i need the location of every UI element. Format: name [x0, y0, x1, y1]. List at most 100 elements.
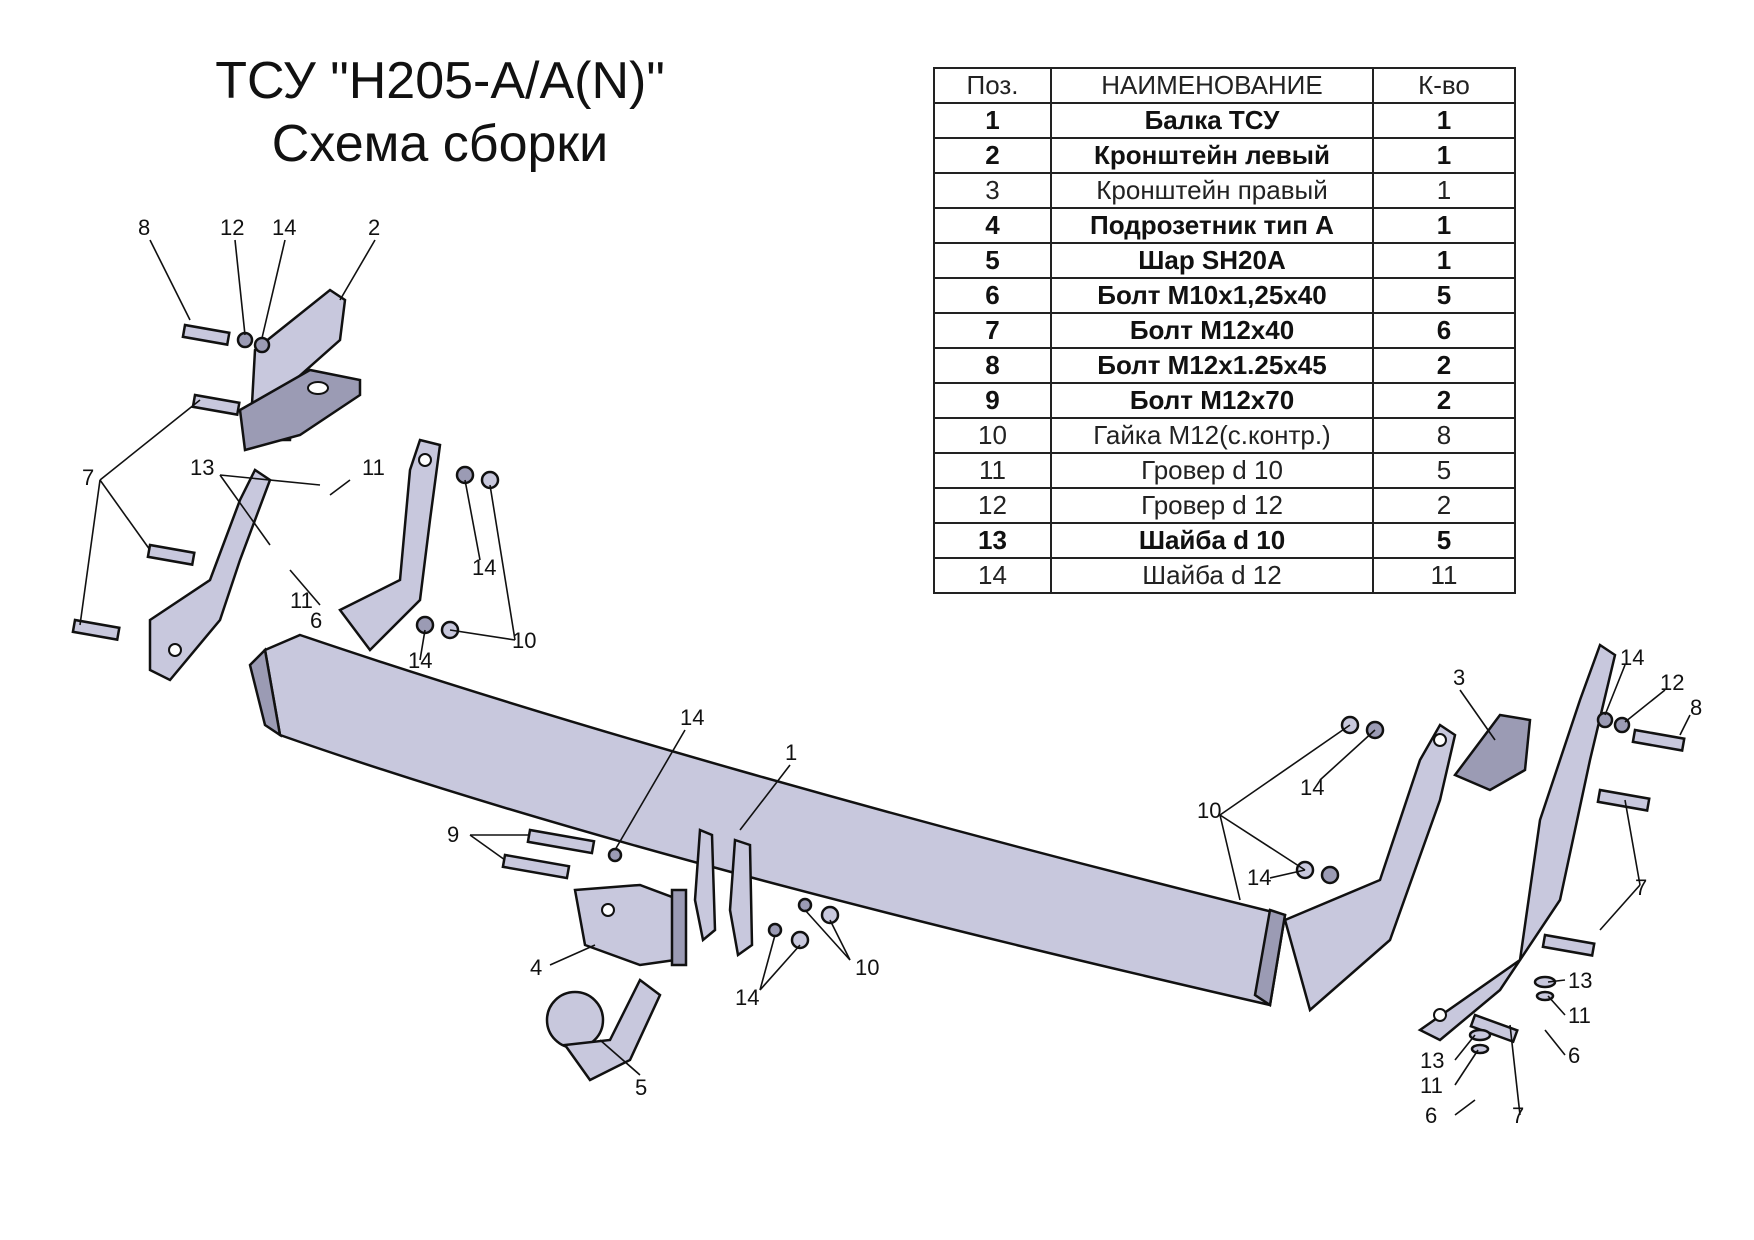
table-cell-pos: 10 [933, 417, 1052, 454]
callout-14-bottom: 14 [735, 985, 759, 1010]
header-qty: К-во [1372, 67, 1516, 104]
table-cell-qty: 1 [1372, 172, 1516, 209]
table-cell-qty: 5 [1372, 452, 1516, 489]
table-cell-name: Гровер d 12 [1050, 487, 1374, 524]
table-cell-name: Балка ТСУ [1050, 102, 1374, 139]
callout-14-right-low: 14 [1247, 865, 1271, 890]
left-inner-bracket [338, 438, 442, 652]
callout-11-left: 11 [362, 455, 385, 480]
callout-1: 1 [785, 740, 797, 765]
table-cell-qty: 1 [1372, 242, 1516, 279]
callout-6-left: 6 [310, 608, 322, 633]
callout-7-right: 7 [1635, 875, 1647, 900]
table-cell-qty: 1 [1372, 137, 1516, 174]
table-cell-qty: 2 [1372, 382, 1516, 419]
callout-13-left: 13 [190, 455, 214, 480]
callout-9: 9 [447, 822, 459, 847]
header-pos: Поз. [933, 67, 1052, 104]
socket-plate [573, 883, 688, 967]
callout-11-left-low: 11 [290, 588, 313, 613]
table-cell-qty: 5 [1372, 522, 1516, 559]
callout-14-top-left: 14 [272, 215, 296, 240]
table-cell-pos: 7 [933, 312, 1052, 349]
table-cell-pos: 2 [933, 137, 1052, 174]
table-cell-pos: 4 [933, 207, 1052, 244]
callout-labels: 8 12 14 2 7 13 11 14 6 11 14 10 14 1 9 4… [82, 215, 1702, 1128]
table-cell-pos: 12 [933, 487, 1052, 524]
right-bracket [1417, 643, 1617, 1042]
right-inner-bracket [1283, 723, 1457, 1013]
callout-7-right-low: 7 [1512, 1103, 1524, 1128]
table-cell-pos: 13 [933, 522, 1052, 559]
callout-10-right: 10 [1197, 798, 1221, 823]
leader-lines [79, 239, 1691, 1116]
beam-tabs [693, 828, 754, 958]
callout-14-left-low: 14 [408, 648, 432, 673]
tow-ball [545, 978, 662, 1082]
header-name: НАИМЕНОВАНИЕ [1050, 67, 1374, 104]
table-cell-qty: 6 [1372, 312, 1516, 349]
table-cell-qty: 1 [1372, 207, 1516, 244]
callout-10-bottom: 10 [855, 955, 879, 980]
table-cell-pos: 14 [933, 557, 1052, 594]
callout-12-right: 12 [1660, 670, 1684, 695]
callout-11-right: 11 [1568, 1003, 1591, 1028]
table-cell-name: Подрозетник тип A [1050, 207, 1374, 244]
table-cell-name: Болт М12х40 [1050, 312, 1374, 349]
callout-6-right-low: 6 [1425, 1103, 1437, 1128]
table-cell-name: Болт М12х1.25х45 [1050, 347, 1374, 384]
callout-3: 3 [1453, 665, 1465, 690]
diagram-title: ТСУ "H205-A/A(N)" [215, 52, 665, 110]
table-cell-pos: 9 [933, 382, 1052, 419]
callout-14-right-mid: 14 [1300, 775, 1324, 800]
callout-2: 2 [368, 215, 380, 240]
callout-13-right-low: 13 [1420, 1048, 1444, 1073]
table-cell-name: Шайба d 10 [1050, 522, 1374, 559]
table-cell-pos: 3 [933, 172, 1052, 209]
table-cell-name: Шар SH20A [1050, 242, 1374, 279]
callout-4: 4 [530, 955, 542, 980]
callout-6-right: 6 [1568, 1043, 1580, 1068]
table-cell-pos: 5 [933, 242, 1052, 279]
table-cell-qty: 8 [1372, 417, 1516, 454]
table-cell-qty: 1 [1372, 102, 1516, 139]
table-cell-name: Шайба d 12 [1050, 557, 1374, 594]
table-cell-qty: 11 [1372, 557, 1516, 594]
callout-7-left: 7 [82, 465, 94, 490]
tow-beam [248, 633, 1287, 1008]
table-cell-name: Кронштейн правый [1050, 172, 1374, 209]
table-cell-pos: 11 [933, 452, 1052, 489]
callout-14-center: 14 [680, 705, 704, 730]
table-cell-name: Кронштейн левый [1050, 137, 1374, 174]
table-cell-pos: 6 [933, 277, 1052, 314]
left-bracket-upper [238, 288, 362, 452]
callout-13-right: 13 [1568, 968, 1592, 993]
table-cell-qty: 2 [1372, 347, 1516, 384]
table-cell-name: Болт М12х70 [1050, 382, 1374, 419]
bolts [71, 323, 1686, 1044]
table-cell-name: Болт М10х1,25х40 [1050, 277, 1374, 314]
table-header-row: Поз. НАИМЕНОВАНИЕ К-во [933, 67, 1516, 104]
table-cell-pos: 1 [933, 102, 1052, 139]
table-cell-name: Гровер d 10 [1050, 452, 1374, 489]
callout-12-left: 12 [220, 215, 244, 240]
nuts-washers [236, 331, 1631, 1055]
callout-8-left: 8 [138, 215, 150, 240]
callout-5: 5 [635, 1075, 647, 1100]
